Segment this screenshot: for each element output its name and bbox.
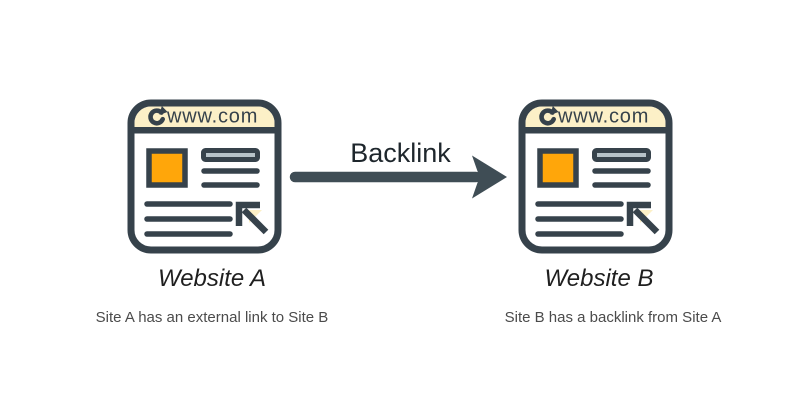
browser-url-label: www.com xyxy=(166,106,258,128)
image-placeholder xyxy=(146,148,188,188)
website-b-title: Website B xyxy=(544,265,654,292)
cursor-arrow-icon xyxy=(235,201,269,235)
address-bar xyxy=(134,106,275,127)
cursor-arrow-icon xyxy=(626,201,660,235)
browser-window-icon-a: www.com xyxy=(127,99,282,254)
website-b-caption: Site B has a backlink from Site A xyxy=(504,309,722,326)
heading-placeholder xyxy=(592,148,651,162)
text-lines xyxy=(535,168,651,237)
backlink-label: Backlink xyxy=(350,138,451,168)
website-a-caption: Site A has an external link to Site B xyxy=(95,309,329,326)
reload-icon xyxy=(539,106,559,126)
address-bar-divider xyxy=(522,127,669,134)
website-a-title: Website A xyxy=(157,265,267,292)
address-bar-divider xyxy=(131,127,278,134)
browser-url-label: www.com xyxy=(557,106,649,128)
image-placeholder xyxy=(537,148,579,188)
address-bar xyxy=(525,106,666,127)
backlink-arrow xyxy=(289,155,507,199)
reload-icon xyxy=(148,106,168,126)
text-lines xyxy=(144,168,260,237)
browser-window-icon-b: www.com xyxy=(518,99,673,254)
heading-placeholder xyxy=(201,148,260,162)
